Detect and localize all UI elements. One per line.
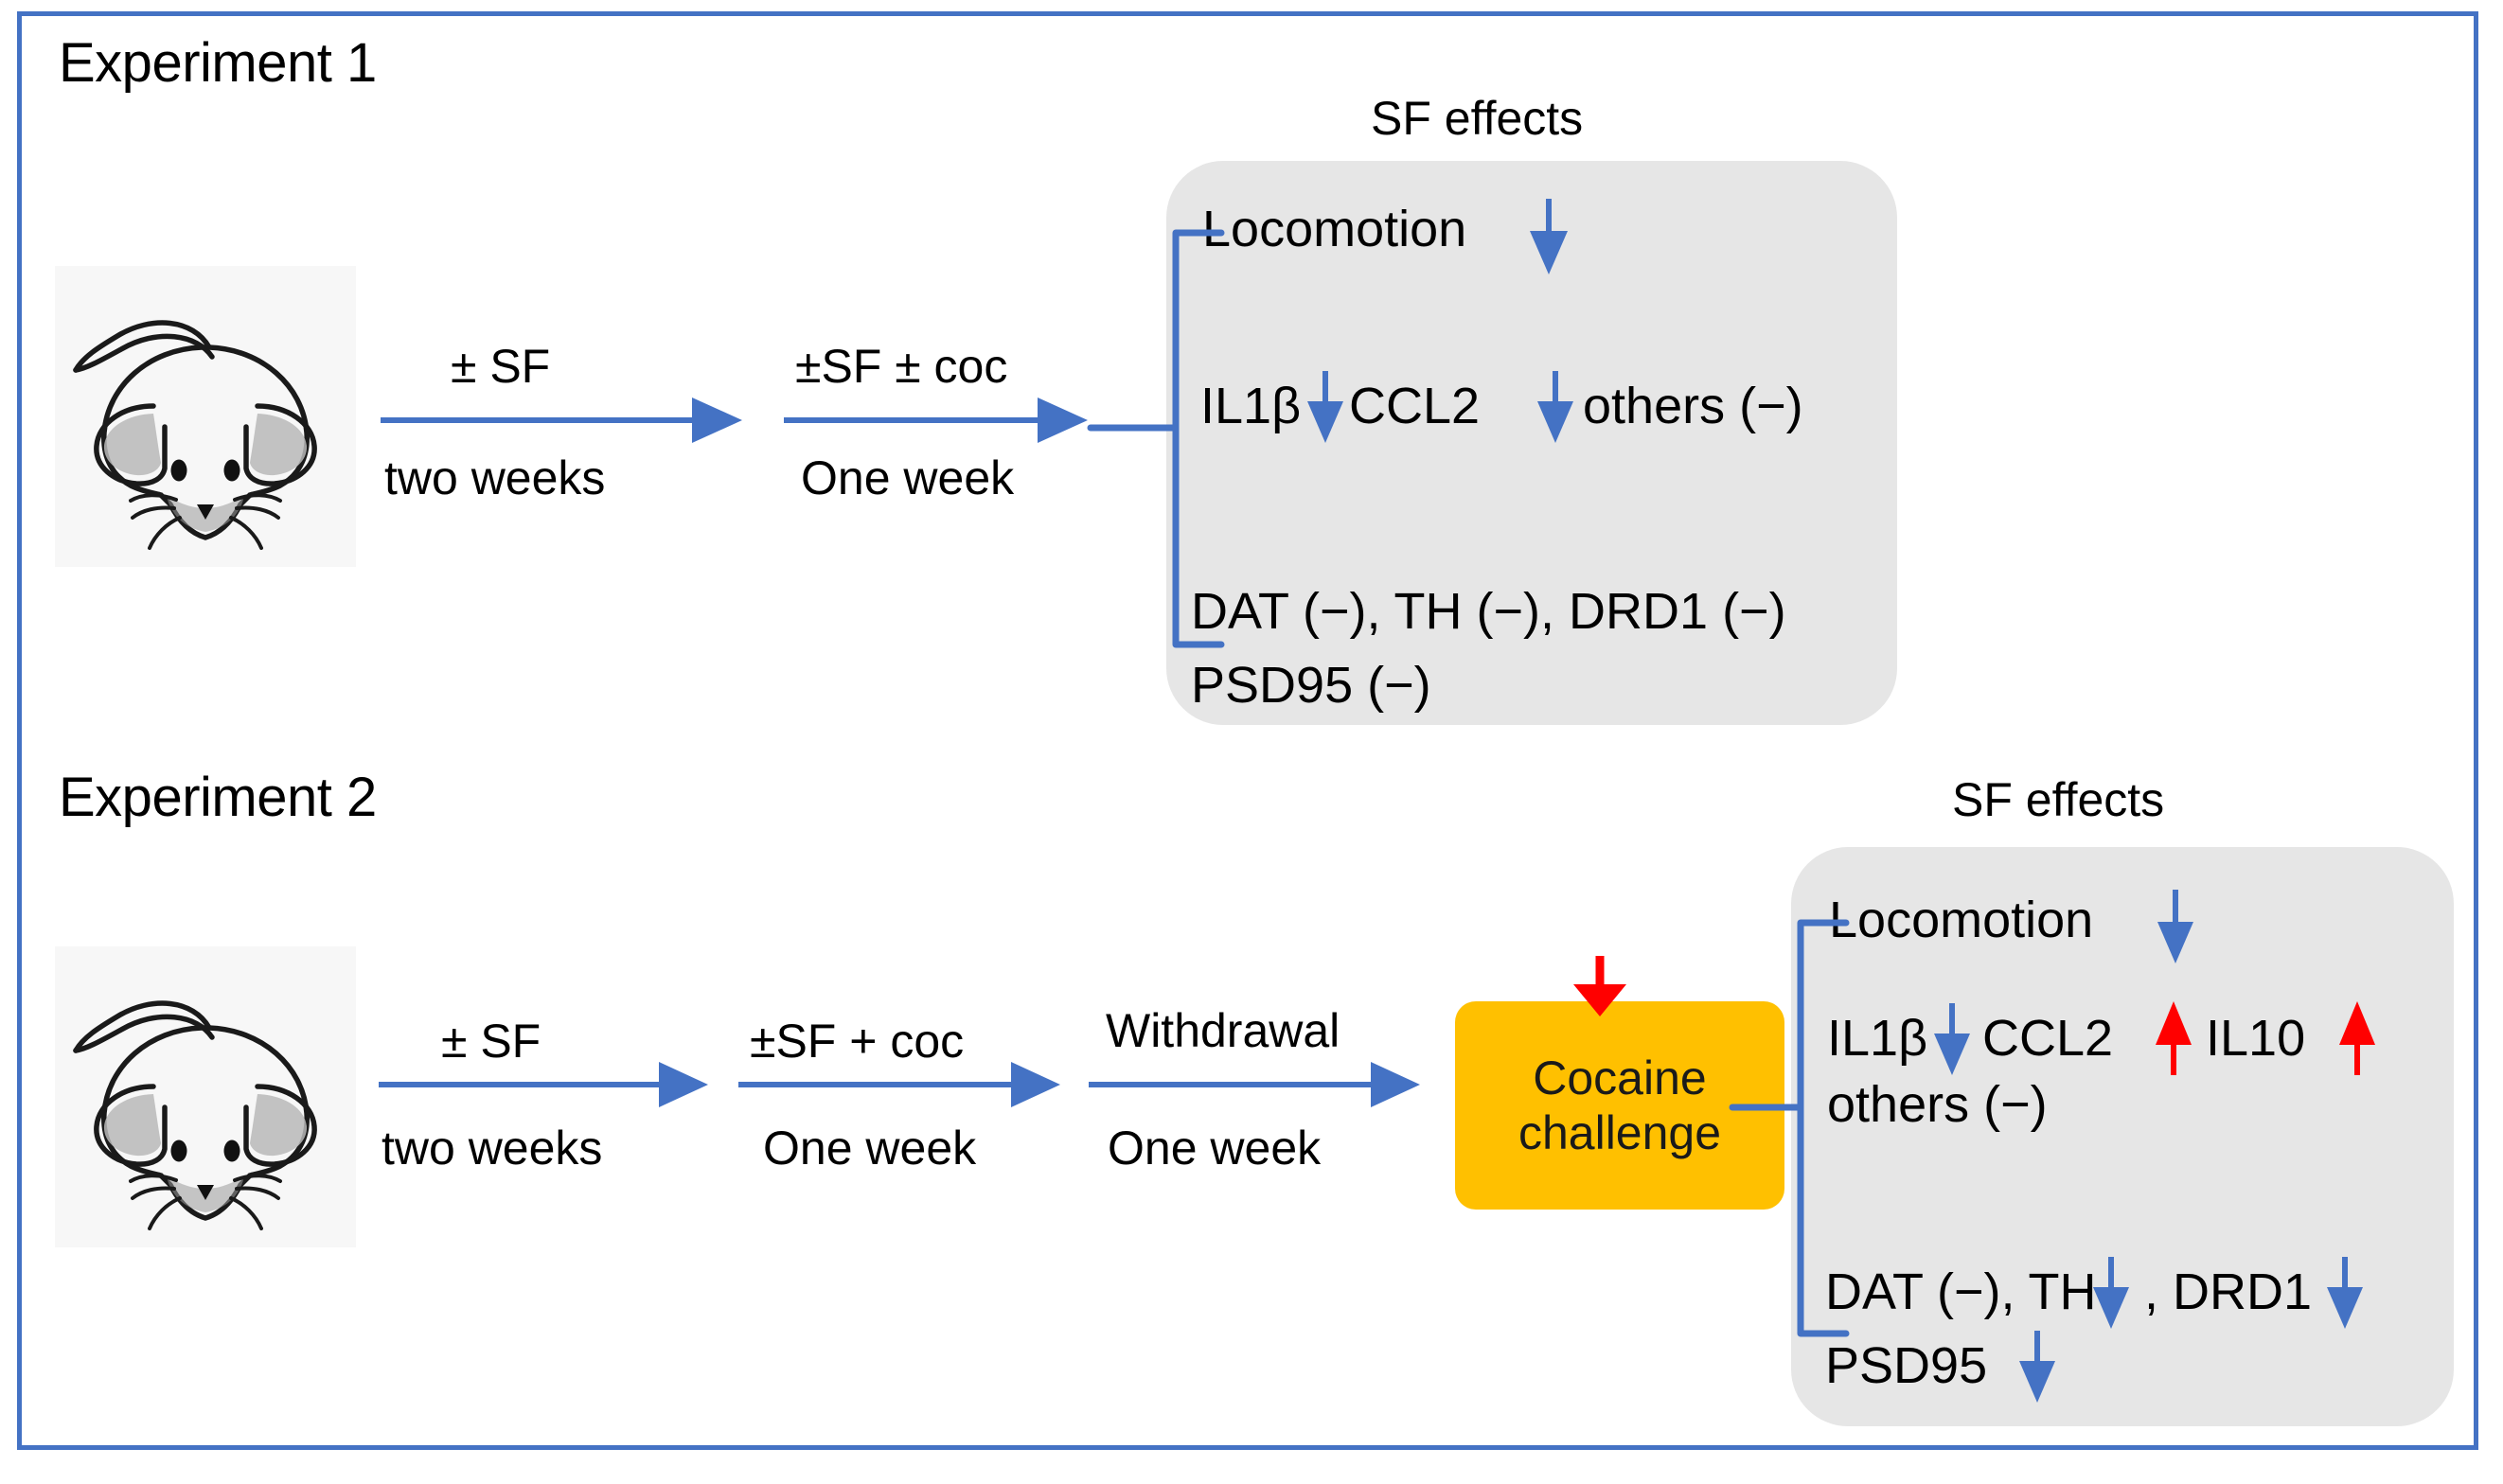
mouse-illustration-2 (55, 946, 356, 1247)
exp1-step2-above: ±SF ± coc (795, 340, 1008, 393)
exp1-result-locomotion: Locomotion (1202, 201, 1467, 257)
exp2-step2-below: One week (763, 1122, 977, 1175)
exp2-result-dat-th: DAT (−), TH (1825, 1263, 2097, 1320)
exp1-result-dat-th-drd1: DAT (−), TH (−), DRD1 (−) (1191, 583, 1786, 640)
exp1-step1-above: ± SF (451, 340, 551, 393)
exp2-result-ccl2: CCL2 (1982, 1010, 2114, 1067)
exp2-result-il1b: IL1β (1827, 1010, 1928, 1067)
cocaine-challenge-box[interactable]: Cocaine challenge (1455, 1001, 1784, 1210)
experiment-2-title: Experiment 2 (59, 767, 377, 828)
exp2-results-heading: SF effects (1952, 773, 2165, 826)
exp2-result-locomotion: Locomotion (1829, 892, 2094, 948)
experiment-1-title: Experiment 1 (59, 32, 377, 94)
exp1-result-others: others (−) (1583, 378, 1803, 434)
exp2-step3-above: Withdrawal (1106, 1004, 1340, 1057)
exp2-result-il10: IL10 (2206, 1010, 2306, 1067)
exp2-result-psd95: PSD95 (1825, 1337, 1988, 1394)
exp2-step1-below: two weeks (382, 1122, 603, 1175)
exp2-results-box (1791, 847, 2454, 1426)
cocaine-challenge-line1: Cocaine (1533, 1051, 1707, 1104)
exp1-step2-below: One week (801, 451, 1015, 504)
cocaine-challenge-line2: challenge (1518, 1106, 1722, 1159)
exp2-step1-above: ± SF (441, 1015, 541, 1068)
exp1-results-heading: SF effects (1371, 92, 1584, 145)
exp1-result-ccl2: CCL2 (1349, 378, 1481, 434)
exp1-result-psd95: PSD95 (−) (1191, 657, 1431, 714)
mouse-illustration-1 (55, 266, 356, 567)
exp2-result-drd1: , DRD1 (2144, 1263, 2313, 1320)
exp2-step2-above: ±SF + coc (750, 1015, 965, 1068)
exp2-result-others: others (−) (1827, 1076, 2048, 1133)
exp2-step3-below: One week (1108, 1122, 1322, 1175)
exp1-step1-below: two weeks (384, 451, 606, 504)
exp1-result-il1b: IL1β (1200, 378, 1302, 434)
